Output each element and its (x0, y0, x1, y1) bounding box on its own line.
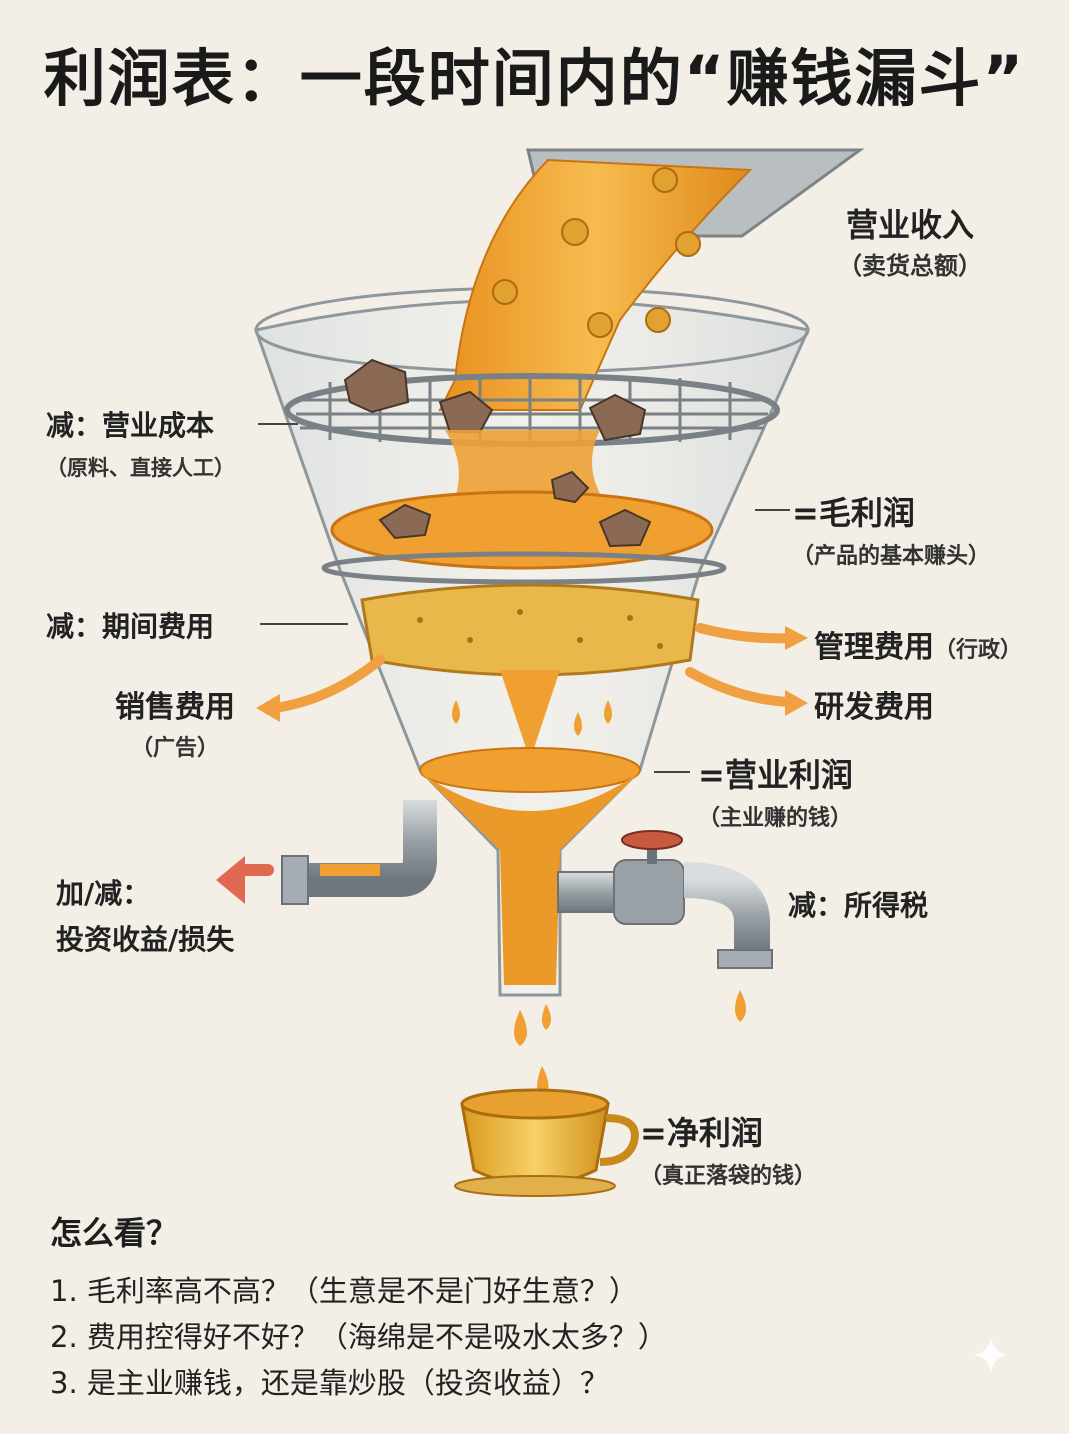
cost-label: 减：营业成本 （原料、直接人工） (46, 409, 235, 480)
drip-drops (452, 700, 612, 736)
question-item: 3. 是主业赚钱，还是靠炒股（投资收益）？ (50, 1366, 609, 1400)
page-title: 利润表：一段时间内的“赚钱漏斗” (43, 42, 1026, 115)
expense-sponge (360, 583, 700, 760)
net-profit-cup (454, 1004, 639, 1197)
operating-profit-label: =营业利润 （主业赚的钱） (698, 756, 853, 831)
income-tax-label: 减：所得税 (788, 889, 929, 922)
sales-expense-label: 销售费用 （广告） (115, 690, 235, 761)
gross-profit-label: =毛利润 （产品的基本赚头） (792, 494, 991, 569)
rd-expense-label: 研发费用 (814, 690, 934, 725)
investment-label: 加/减： 投资收益/损失 (56, 877, 235, 956)
net-profit-label: =净利润 （真正落袋的钱） (640, 1114, 817, 1189)
revenue-label: 营业收入 （卖货总额） (838, 206, 982, 280)
questions-section: 怎么看？ 1. 毛利率高不高？（生意是不是门好生意？） 2. 费用控得好不好？（… (50, 1208, 667, 1406)
revenue-stream (438, 158, 753, 411)
gross-profit-layer (321, 430, 727, 585)
admin-expense-label: 管理费用（行政） (814, 630, 1023, 665)
leader-lines (258, 423, 790, 773)
question-item: 2. 费用控得好不好？（海绵是不是吸水太多？） (50, 1320, 667, 1354)
operating-profit-pool (419, 747, 641, 985)
investment-pipe (216, 800, 437, 905)
period-expenses-label: 减：期间费用 (46, 610, 215, 643)
tax-faucet (557, 830, 773, 1022)
sparkle-icon (973, 1337, 1009, 1373)
expense-arrows (256, 623, 808, 722)
questions-heading: 怎么看？ (50, 1214, 179, 1252)
question-item: 1. 毛利率高不高？（生意是不是门好生意？） (50, 1274, 638, 1308)
